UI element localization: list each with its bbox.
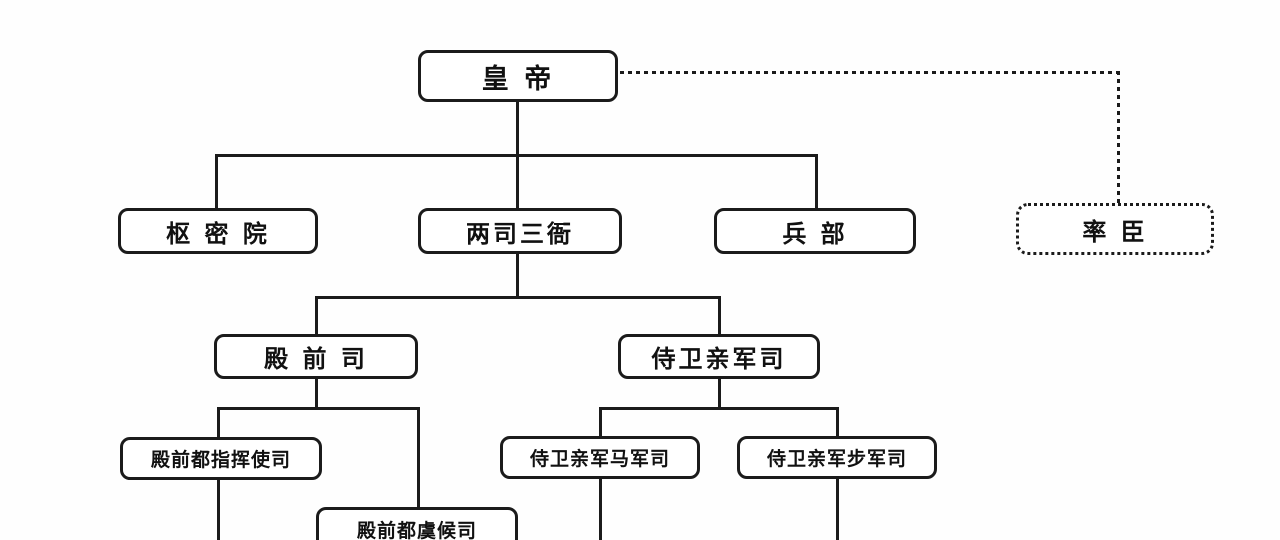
node-shuaichen: 率 臣	[1016, 203, 1214, 255]
connector-level3-left-horizontal	[217, 407, 420, 410]
node-duyuhousi: 殿前都虞候司	[316, 507, 518, 540]
connector-level2-horizontal	[315, 296, 721, 299]
connector-duyuhou-drop	[417, 407, 420, 508]
connector-liangsisanya-down	[516, 253, 519, 299]
connector-level3-right-horizontal	[599, 407, 839, 410]
connector-shiweiqinjun-drop	[718, 296, 721, 335]
node-emperor: 皇 帝	[418, 50, 618, 102]
node-shumiyuan: 枢 密 院	[118, 208, 318, 254]
connector-duzhihuishi-below	[217, 479, 220, 540]
connector-duzhihuishi-drop	[217, 407, 220, 438]
connector-majunsi-drop	[599, 407, 602, 437]
node-bingbu: 兵 部	[714, 208, 916, 254]
connector-level1-horizontal	[216, 154, 818, 157]
connector-shiweiqinjun-down	[718, 378, 721, 409]
node-liangsisanya: 两司三衙	[418, 208, 622, 254]
node-shiweiqinjunsi: 侍卫亲军司	[618, 334, 820, 379]
node-duzhihuishisi: 殿前都指挥使司	[120, 437, 322, 480]
connector-dotted-horizontal	[620, 71, 1120, 74]
connector-dotted-vertical	[1117, 71, 1120, 204]
connector-bujunsi-below	[836, 478, 839, 540]
connector-bujunsi-drop	[836, 407, 839, 437]
connector-dianqiansi-drop	[315, 296, 318, 335]
connector-bingbu-drop	[815, 154, 818, 209]
node-bujunsi: 侍卫亲军步军司	[737, 436, 937, 479]
node-dianqiansi: 殿 前 司	[214, 334, 418, 379]
connector-shumiyuan-drop	[215, 154, 218, 209]
node-majunsi: 侍卫亲军马军司	[500, 436, 700, 479]
connector-majunsi-below	[599, 478, 602, 540]
connector-dianqiansi-down	[315, 378, 318, 409]
